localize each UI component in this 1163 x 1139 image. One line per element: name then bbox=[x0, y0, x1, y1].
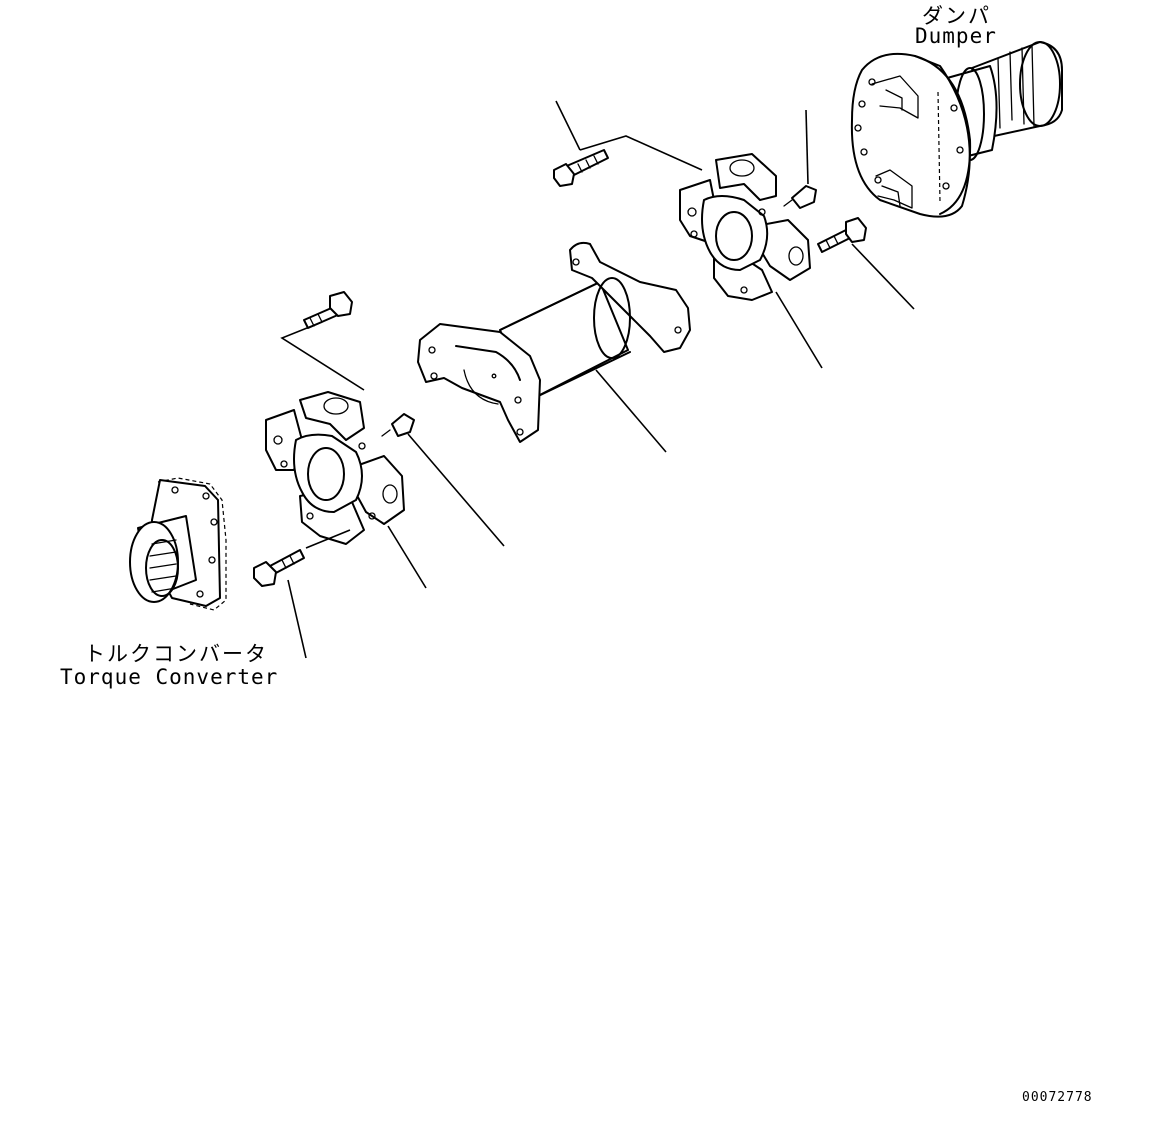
grease-fitting-left bbox=[381, 413, 415, 437]
damper-assembly bbox=[850, 41, 1063, 218]
leader-lines bbox=[280, 100, 915, 659]
grease-fitting-right bbox=[783, 185, 817, 209]
converter-label-en: Torque Converter bbox=[60, 665, 279, 689]
bolt-right bbox=[817, 217, 867, 253]
drive-shaft-tube bbox=[417, 241, 691, 443]
drawing-code: 00072778 bbox=[1022, 1090, 1093, 1105]
damper-label-jp: ダンパ bbox=[922, 4, 991, 28]
converter-label-jp: トルクコンバータ bbox=[84, 642, 268, 666]
bolt-lower-left bbox=[253, 549, 305, 587]
torque-converter-flange bbox=[129, 477, 227, 611]
bolt-upper-left bbox=[303, 291, 353, 329]
rear-universal-joint bbox=[679, 153, 811, 301]
bolt-upper bbox=[553, 149, 609, 187]
damper-label-en: Dumper bbox=[915, 24, 997, 48]
front-universal-joint bbox=[265, 391, 405, 545]
